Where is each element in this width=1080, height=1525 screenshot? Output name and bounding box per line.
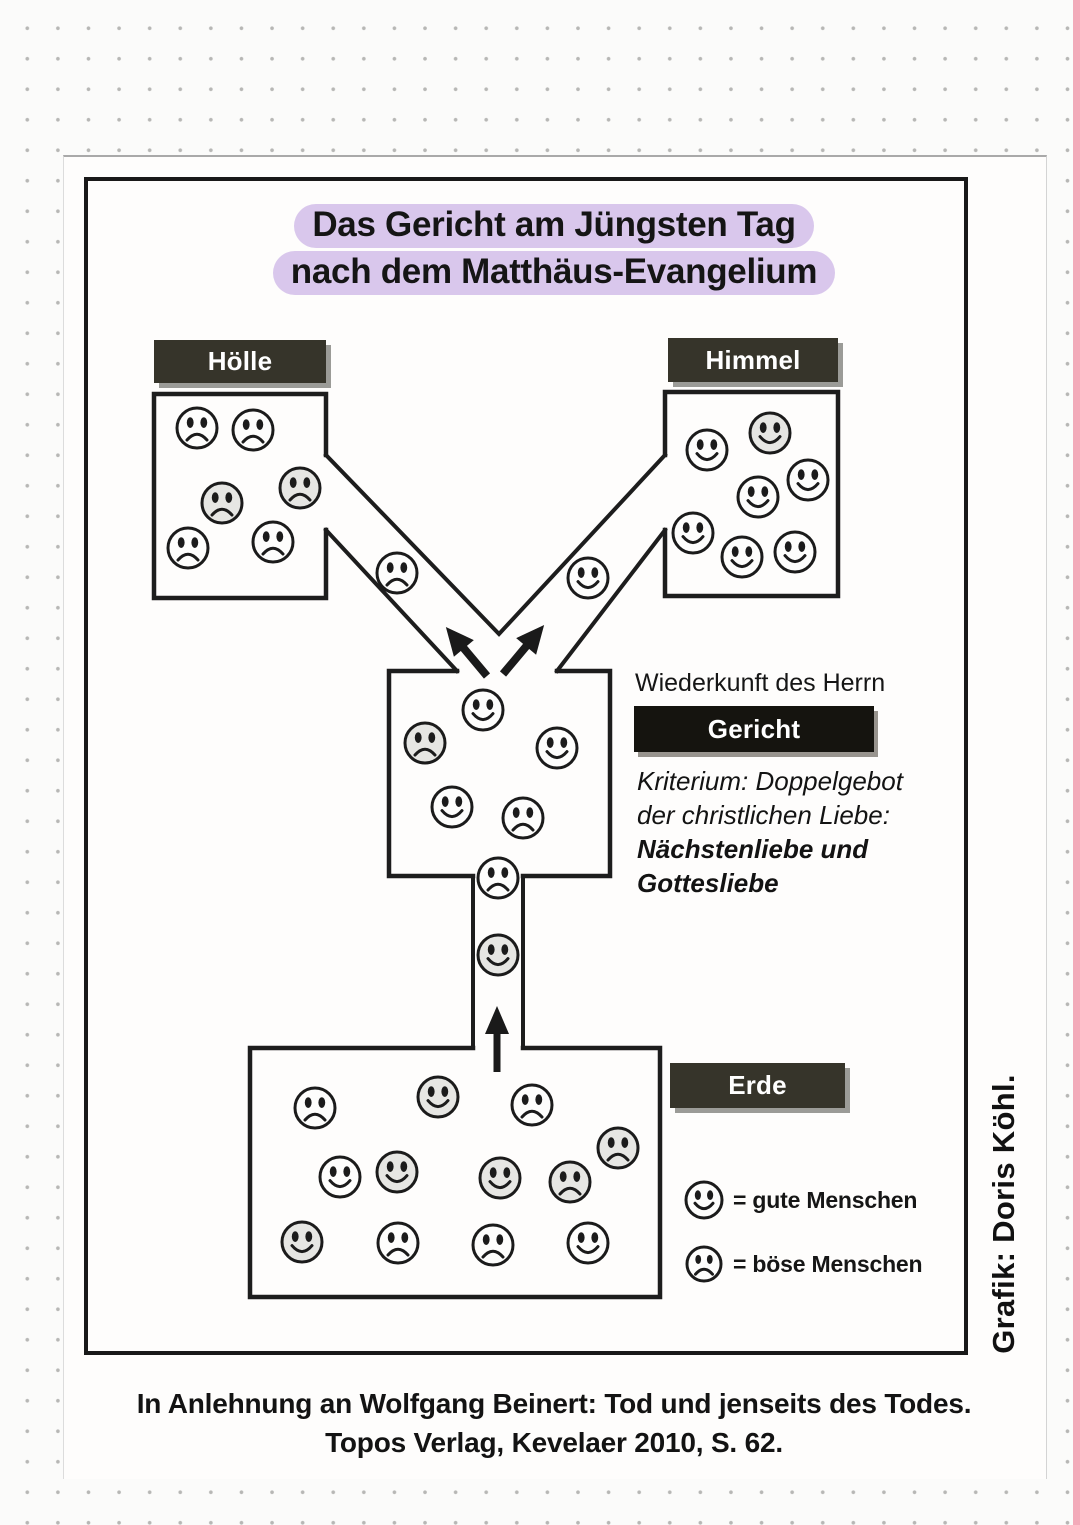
face-happy	[786, 458, 830, 502]
judgment-box-outline	[386, 668, 613, 879]
face-happy	[684, 1180, 724, 1220]
face-sad	[510, 1083, 554, 1127]
criterion-line-4: Gottesliebe	[637, 868, 779, 898]
heaven-box-outline	[662, 389, 841, 599]
face-happy	[566, 1221, 610, 1265]
second-coming-caption: Wiederkunft des Herrn	[635, 669, 886, 697]
face-sad	[175, 406, 219, 450]
right-channel-faces	[566, 556, 610, 600]
title-block: Das Gericht am Jüngsten Tag nach dem Mat…	[63, 204, 1045, 298]
criterion-line-3: Nächstenliebe und	[637, 834, 869, 864]
criterion-line-2: der christlichen Liebe:	[637, 800, 890, 830]
title-line-2: nach dem Matthäus-Evangelium	[272, 251, 836, 295]
legend-good-label: = gute Menschen	[733, 1187, 918, 1213]
source-citation: In Anlehnung an Wolfgang Beinert: Tod un…	[63, 1384, 1045, 1462]
earth-label-bar: Erde	[670, 1063, 845, 1108]
face-sad	[501, 796, 545, 840]
descent-channel-faces	[476, 856, 520, 977]
face-happy	[461, 688, 505, 732]
legend-bad-face-icon	[685, 1245, 723, 1283]
face-happy	[685, 428, 729, 472]
face-happy	[430, 785, 474, 829]
face-sad	[685, 1245, 723, 1283]
citation-line-2: Topos Verlag, Kevelaer 2010, S. 62.	[325, 1427, 783, 1458]
face-happy	[736, 475, 780, 519]
legend-bad-label: = böse Menschen	[733, 1251, 923, 1277]
graphic-credit-vertical: Grafik: Doris Köhl.	[986, 1074, 1021, 1354]
citation-line-1: In Anlehnung an Wolfgang Beinert: Tod un…	[136, 1388, 972, 1419]
arrow-to-hell	[445, 626, 491, 679]
face-happy	[773, 530, 817, 574]
arrow-earth-to-judgment	[485, 1006, 509, 1072]
heaven-faces	[671, 411, 830, 579]
hell-faces	[166, 406, 322, 570]
face-happy	[476, 933, 520, 977]
face-happy	[748, 411, 792, 455]
title-line-1: Das Gericht am Jüngsten Tag	[294, 204, 814, 248]
face-sad	[471, 1223, 515, 1267]
notebook-margin-strip	[1073, 0, 1080, 1525]
face-sad	[231, 408, 275, 452]
face-sad	[376, 1221, 420, 1265]
hell-label-bar: Hölle	[154, 340, 326, 383]
face-sad	[251, 520, 295, 564]
face-sad	[293, 1086, 337, 1130]
earth-box-outline	[247, 1045, 663, 1300]
diagram-frame	[84, 177, 968, 1355]
earth-faces	[280, 1075, 640, 1267]
face-happy	[416, 1075, 460, 1119]
legend-good-face-icon	[684, 1180, 724, 1220]
arrow-to-heaven	[499, 624, 545, 677]
face-happy	[566, 556, 610, 600]
face-happy	[671, 511, 715, 555]
face-happy	[280, 1220, 324, 1264]
criterion-line-1: Kriterium: Doppelgebot	[637, 766, 903, 796]
face-sad	[476, 856, 520, 900]
face-happy	[375, 1150, 419, 1194]
face-sad	[200, 481, 244, 525]
channel-walls	[323, 452, 668, 1050]
left-channel-faces	[375, 551, 419, 595]
face-sad	[166, 526, 210, 570]
heaven-label-bar: Himmel	[668, 338, 838, 382]
judgment-faces	[403, 688, 579, 840]
face-happy	[720, 535, 764, 579]
face-sad	[596, 1126, 640, 1170]
face-sad	[548, 1160, 592, 1204]
hell-box-outline	[151, 391, 329, 601]
face-sad	[403, 721, 447, 765]
face-happy	[318, 1155, 362, 1199]
face-sad	[375, 551, 419, 595]
face-happy	[535, 726, 579, 770]
criterion-text: Kriterium: Doppelgebot der christlichen …	[637, 764, 903, 900]
face-happy	[478, 1156, 522, 1200]
face-sad	[278, 466, 322, 510]
judgment-label-bar: Gericht	[634, 706, 874, 752]
